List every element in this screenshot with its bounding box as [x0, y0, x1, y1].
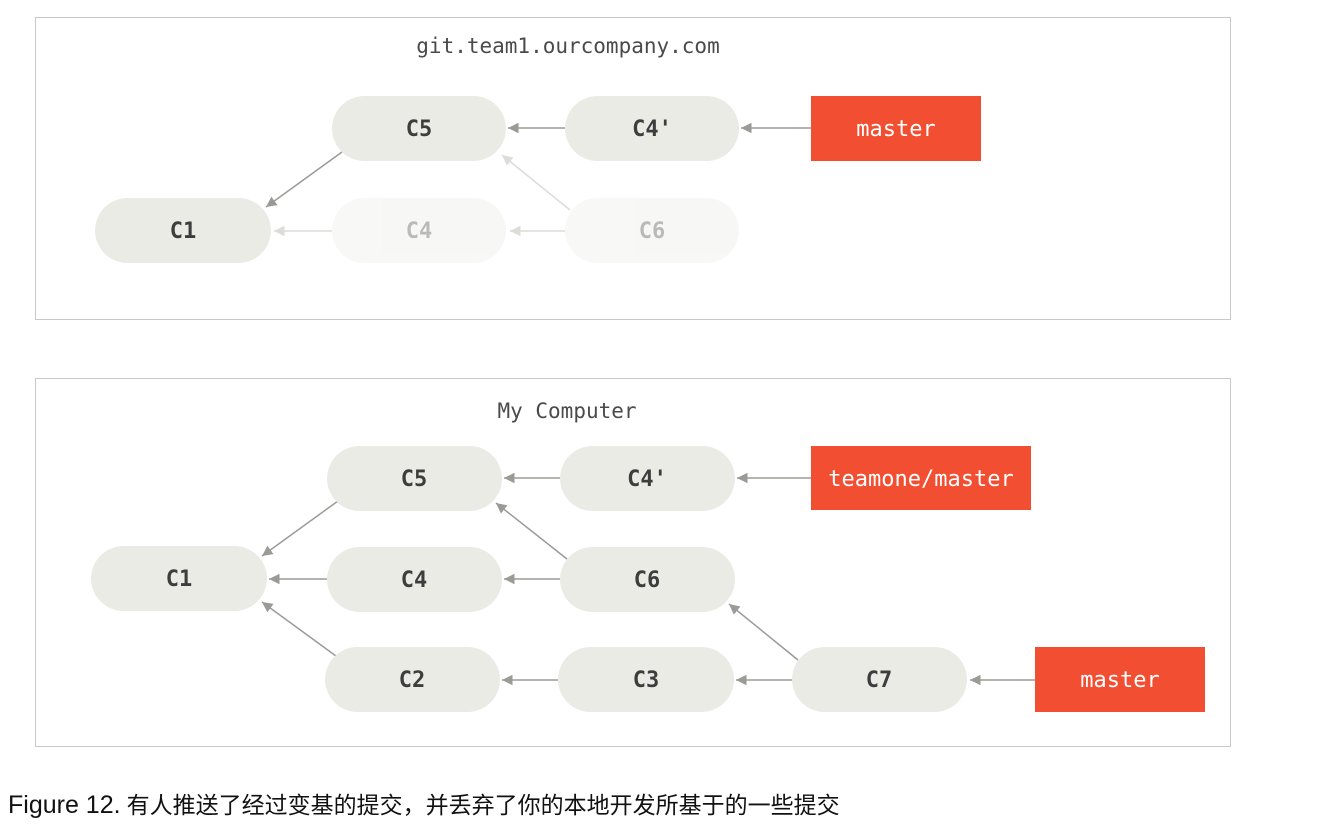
remote-commit-c4: [332, 198, 506, 263]
local-commit-c2-label: C2: [399, 668, 426, 693]
local-commit-c4-prime: [560, 446, 735, 511]
local-commit-c4-label: C4: [401, 568, 428, 593]
remote-commit-c4-prime-label: C4': [632, 117, 672, 142]
remote-commit-c4-prime: [565, 96, 739, 161]
remote-commit-c5: [332, 96, 506, 161]
remote-ref-master: [811, 96, 981, 161]
figure-caption: Figure 12.有人推送了经过变基的提交，并丢弃了你的本地开发所基于的一些提…: [8, 786, 840, 820]
local-ref-master: [1035, 647, 1205, 712]
arrow-local-c7-to-c6: [728, 603, 799, 661]
remote-graph: C4 C6 C1 C5 C4' master: [95, 96, 981, 263]
local-commit-c7: [792, 647, 967, 712]
local-ref-teamone-master: [811, 446, 1031, 510]
local-repo-title: My Computer: [497, 399, 637, 423]
local-commit-c1-label: C1: [166, 567, 193, 592]
local-commit-c6-label: C6: [634, 568, 661, 593]
remote-commit-c6-label: C6: [639, 219, 666, 244]
remote-ref-master-label: master: [856, 117, 935, 142]
local-commit-c6: [560, 547, 735, 612]
local-commit-c7-label: C7: [866, 668, 893, 693]
arrow-local-c6-to-c5: [495, 502, 568, 560]
local-commit-c3-label: C3: [633, 668, 660, 693]
remote-commit-c1-label: C1: [170, 219, 197, 244]
remote-repo-title: git.team1.ourcompany.com: [416, 34, 720, 58]
local-commit-c1: [91, 546, 267, 611]
arrow-c6-to-c5-faded: [501, 154, 571, 211]
arrow-local-c5-to-c1: [261, 500, 339, 557]
local-commit-c3: [558, 647, 734, 712]
local-ref-master-label: master: [1080, 668, 1159, 693]
remote-commit-c4-label: C4: [406, 219, 433, 244]
remote-commit-c5-label: C5: [406, 117, 433, 142]
local-commit-c4: [327, 547, 502, 612]
figure-caption-text: 有人推送了经过变基的提交，并丢弃了你的本地开发所基于的一些提交: [126, 793, 840, 819]
remote-repo-panel: [35, 17, 1231, 320]
local-ref-teamone-master-label: teamone/master: [828, 467, 1013, 492]
local-commit-c5: [327, 446, 502, 511]
local-commit-c2: [325, 647, 500, 712]
arrow-local-c2-to-c1: [261, 601, 337, 657]
arrow-c5-to-c1: [265, 151, 343, 208]
local-commit-c4-prime-label: C4': [627, 467, 667, 492]
remote-commit-c6: [565, 198, 739, 263]
figure-caption-label: Figure 12.: [8, 791, 121, 819]
local-graph: C1 C5 C4' C4 C6 C2 C3 C7 teamone/master …: [91, 446, 1205, 712]
local-commit-c5-label: C5: [401, 467, 428, 492]
remote-commit-c1: [95, 198, 271, 263]
